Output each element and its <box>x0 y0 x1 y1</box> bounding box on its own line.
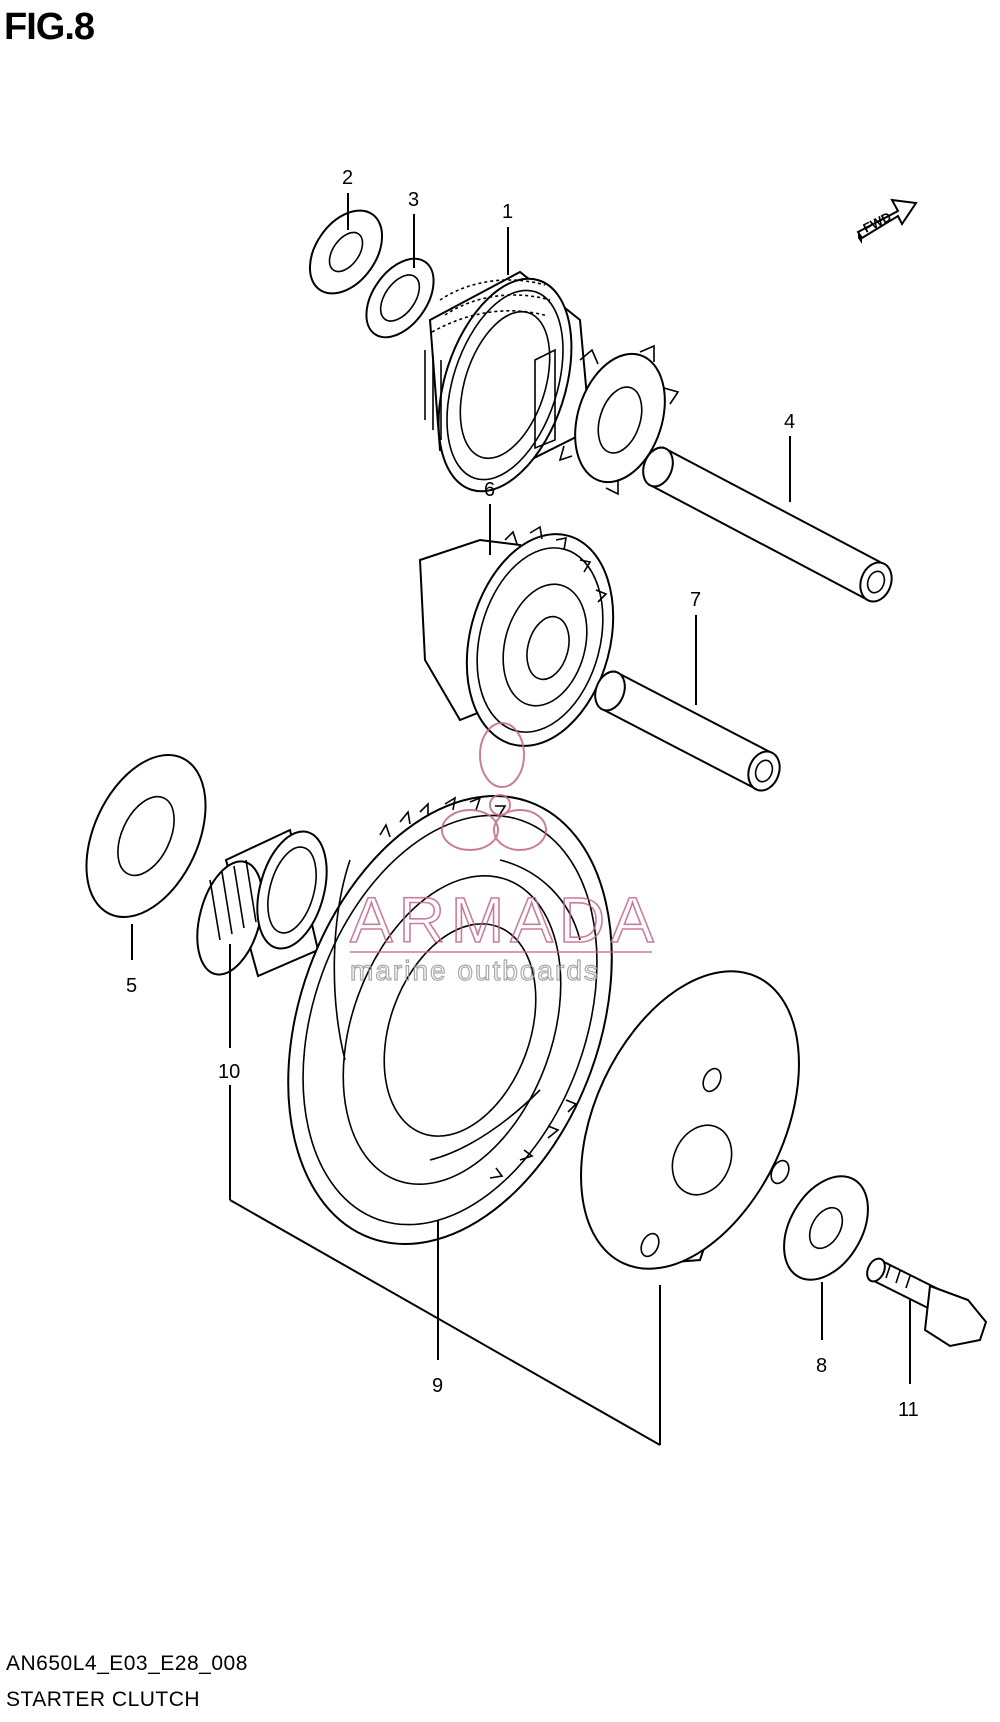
part-6-gear <box>418 525 615 747</box>
watermark-tagline: marine outboards <box>350 955 600 986</box>
part-1-double-gear <box>424 270 680 496</box>
diagram-caption: STARTER CLUTCH <box>6 1688 201 1711</box>
part-3-shim <box>365 257 435 339</box>
leader-lines <box>131 193 911 1446</box>
callout-10: 10 <box>218 1061 240 1083</box>
fwd-label: FWD <box>861 209 894 236</box>
part-5-washer <box>85 754 207 918</box>
callout-8: 8 <box>816 1355 827 1377</box>
callout-5: 5 <box>126 975 137 997</box>
part-4-shaft <box>642 446 893 603</box>
figure-title: FIG.8 <box>4 6 95 48</box>
callout-9: 9 <box>432 1375 443 1397</box>
callout-2: 2 <box>342 167 353 189</box>
callout-3: 3 <box>408 189 419 211</box>
callout-7: 7 <box>690 589 701 611</box>
part-11-bolt <box>866 1257 988 1348</box>
fwd-arrow-icon: FWD <box>856 198 918 244</box>
callout-1: 1 <box>502 201 513 223</box>
part-10-needle-bearing <box>196 828 328 978</box>
callout-11: 11 <box>898 1399 919 1421</box>
part-9-clutch-housing <box>580 970 800 1270</box>
part-2-washer <box>308 209 384 295</box>
armada-watermark-logo: ARMADA marine outboards <box>349 722 660 987</box>
watermark-brand: ARMADA <box>350 884 660 956</box>
diagram-code: AN650L4_E03_E28_008 <box>6 1652 248 1675</box>
callout-4: 4 <box>784 411 795 433</box>
part-7-shaft <box>594 670 781 792</box>
part-9-starter-clutch-gear <box>287 795 613 1245</box>
part-8-washer <box>783 1175 869 1281</box>
callout-6: 6 <box>484 479 495 501</box>
